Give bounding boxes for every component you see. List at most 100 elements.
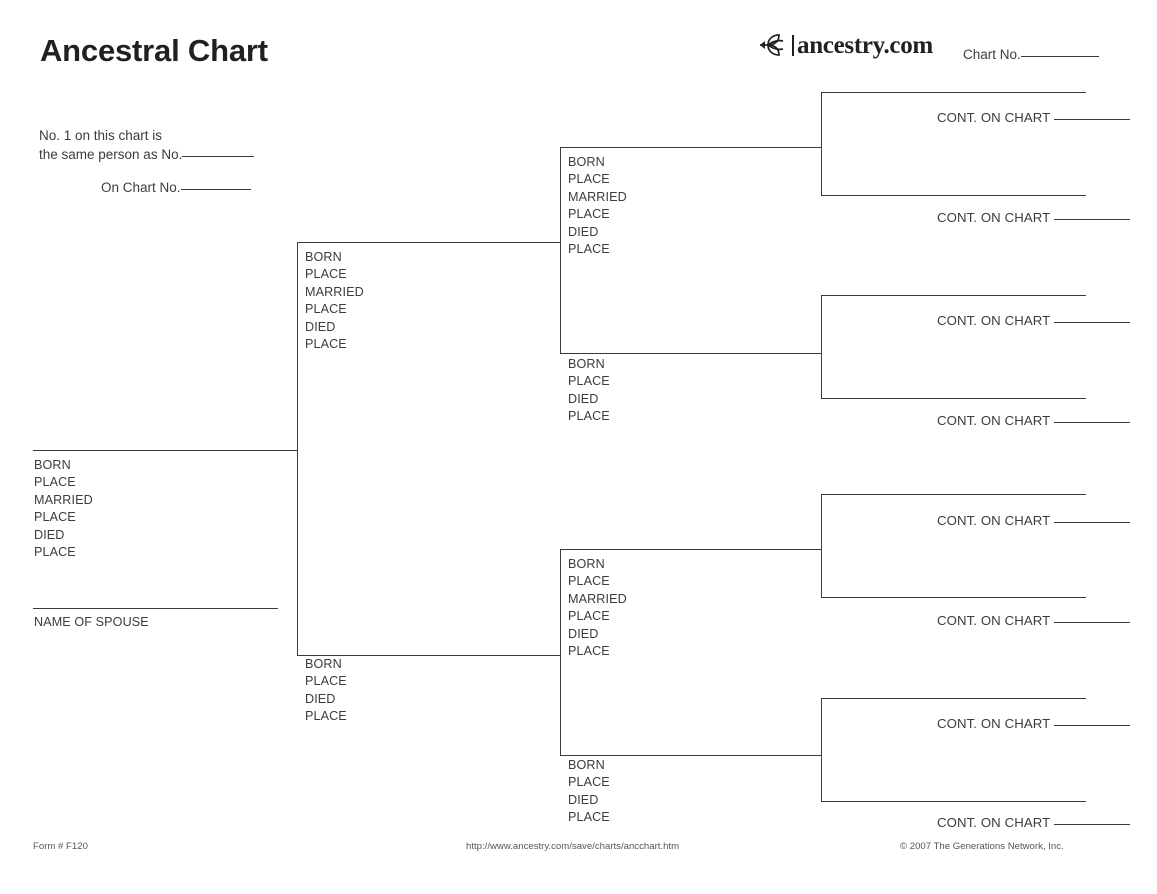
gen3-pgf-died-label: DIED [568,224,599,239]
gen2-father-died-label: DIED [305,319,336,334]
gen2-father-place2-label: PLACE [305,302,347,317]
gen3-mgf-born-label: BORN [568,557,605,571]
gen4-8-name-line[interactable] [821,801,1086,802]
gen4-8-cont-label: CONT. ON CHART [937,815,1051,830]
gen4-2-cont-label: CONT. ON CHART [937,210,1051,225]
gen4-7-cont-label: CONT. ON CHART [937,716,1051,731]
gen4-6-name-line[interactable] [821,597,1086,598]
gen4-5-cont-on-chart[interactable]: CONT. ON CHART [937,513,1131,528]
gen4-3-name-line[interactable] [821,295,1086,296]
gen2-mother-to-gen3-connector [560,549,561,755]
gen4-7-cont-blank[interactable] [1054,725,1131,726]
same-person-no-blank[interactable] [182,156,255,157]
gen4-7-cont-on-chart[interactable]: CONT. ON CHART [937,716,1131,731]
gen3-mgm-place2-label: PLACE [568,810,610,825]
note-line-3[interactable]: On Chart No. [39,178,254,197]
gen4-6-cont-blank[interactable] [1054,622,1131,623]
person1-spouse-line[interactable] [33,608,278,609]
gen4-3-cont-blank[interactable] [1054,322,1131,323]
gen2-father-name-line[interactable] [297,242,560,243]
gen4-6-cont-on-chart[interactable]: CONT. ON CHART [937,613,1131,628]
footer-url[interactable]: http://www.ancestry.com/save/charts/ancc… [466,841,680,852]
gen3-mgf-name-line[interactable] [560,549,822,550]
gen2-father-married-label: MARRIED [305,284,364,299]
gen3-pgf-place1-label: PLACE [568,172,610,187]
gen3-mgm-name-line[interactable] [560,755,822,756]
gen3-pgf-name-line[interactable] [560,147,822,148]
gen3-pgm-place2-label: PLACE [568,409,610,424]
gen2-mother-died-label: DIED [305,691,336,706]
gen3-mgm-fields: BORN PLACE DIED PLACE [568,757,610,827]
person1-name-line[interactable] [33,450,297,451]
person1-place2-label: PLACE [34,510,76,525]
gen2-father-born-label: BORN [305,250,342,264]
person1-married-label: MARRIED [34,492,93,507]
gen4-3-cont-on-chart[interactable]: CONT. ON CHART [937,313,1131,328]
gen2-father-to-gen3-connector [560,147,561,353]
gen4-4-name-line[interactable] [821,398,1086,399]
gen4-4-cont-on-chart[interactable]: CONT. ON CHART [937,413,1131,428]
person1-place3-label: PLACE [34,545,76,560]
gen3-pgm-to-gen4-connector [821,295,822,398]
logo-divider-bar [792,34,794,56]
gen3-mgf-died-label: DIED [568,626,599,641]
note-line-1: No. 1 on this chart is [39,128,163,143]
gen4-2-name-line[interactable] [821,195,1086,196]
on-chart-no-blank[interactable] [180,189,251,190]
gen2-mother-place2-label: PLACE [305,709,347,724]
gen2-father-place3-label: PLACE [305,337,347,352]
gen4-6-cont-label: CONT. ON CHART [937,613,1051,628]
gen3-mgm-born-label: BORN [568,758,605,772]
gen3-mgf-to-gen4-connector [821,494,822,597]
gen3-pgf-born-label: BORN [568,155,605,169]
gen3-pgf-married-label: MARRIED [568,189,627,204]
gen3-pgf-place2-label: PLACE [568,207,610,222]
note-line-2[interactable]: the same person as No. [39,145,255,164]
person1-died-label: DIED [34,527,65,542]
gen4-7-name-line[interactable] [821,698,1086,699]
gen3-pgf-place3-label: PLACE [568,242,610,257]
gen2-mother-fields: BORN PLACE DIED PLACE [305,656,347,726]
gen2-mother-name-line[interactable] [297,655,560,656]
note-line-2-label: the same person as No. [39,147,183,162]
gen4-1-cont-label: CONT. ON CHART [937,110,1051,125]
page-title: Ancestral Chart [40,33,268,68]
gen4-2-cont-blank[interactable] [1054,219,1131,220]
gen4-8-cont-blank[interactable] [1054,824,1131,825]
chart-no-label: Chart No. [963,47,1021,62]
gen4-5-cont-label: CONT. ON CHART [937,513,1051,528]
gen3-mgf-place1-label: PLACE [568,574,610,589]
gen4-1-cont-on-chart[interactable]: CONT. ON CHART [937,110,1131,125]
gen4-1-name-line[interactable] [821,92,1086,93]
gen3-pgm-name-line[interactable] [560,353,822,354]
brand-wordmark: ancestry.com [797,31,933,59]
gen3-mgf-married-label: MARRIED [568,591,627,606]
gen2-father-place1-label: PLACE [305,267,347,282]
gen3-pgf-to-gen4-connector [821,92,822,195]
gen3-mgm-place1-label: PLACE [568,775,610,790]
gen3-pgm-born-label: BORN [568,357,605,371]
leaf-logo-icon [760,34,784,56]
gen4-4-cont-blank[interactable] [1054,422,1131,423]
chart-no-blank[interactable] [1020,56,1099,57]
gen3-mgm-died-label: DIED [568,792,599,807]
gen4-5-name-line[interactable] [821,494,1086,495]
person1-spouse-label: NAME OF SPOUSE [34,615,149,629]
gen3-pgm-died-label: DIED [568,391,599,406]
footer-copyright: © 2007 The Generations Network, Inc. [900,841,1064,852]
gen4-8-cont-on-chart[interactable]: CONT. ON CHART [937,815,1131,830]
gen3-pgm-fields: BORN PLACE DIED PLACE [568,356,610,426]
person1-fields: BORN PLACE MARRIED PLACE DIED PLACE [34,457,93,561]
gen4-1-cont-blank[interactable] [1054,119,1131,120]
person1-place1-label: PLACE [34,475,76,490]
gen4-3-cont-label: CONT. ON CHART [937,313,1051,328]
gen4-2-cont-on-chart[interactable]: CONT. ON CHART [937,210,1131,225]
gen4-5-cont-blank[interactable] [1054,522,1131,523]
gen3-mgm-to-gen4-connector [821,698,822,801]
chart-no-field[interactable]: Chart No. [963,47,1099,62]
gen2-mother-place1-label: PLACE [305,674,347,689]
same-person-note: No. 1 on this chart is the same person a… [39,126,255,197]
on-chart-no-label: On Chart No. [101,180,181,195]
gen3-pgm-place1-label: PLACE [568,374,610,389]
